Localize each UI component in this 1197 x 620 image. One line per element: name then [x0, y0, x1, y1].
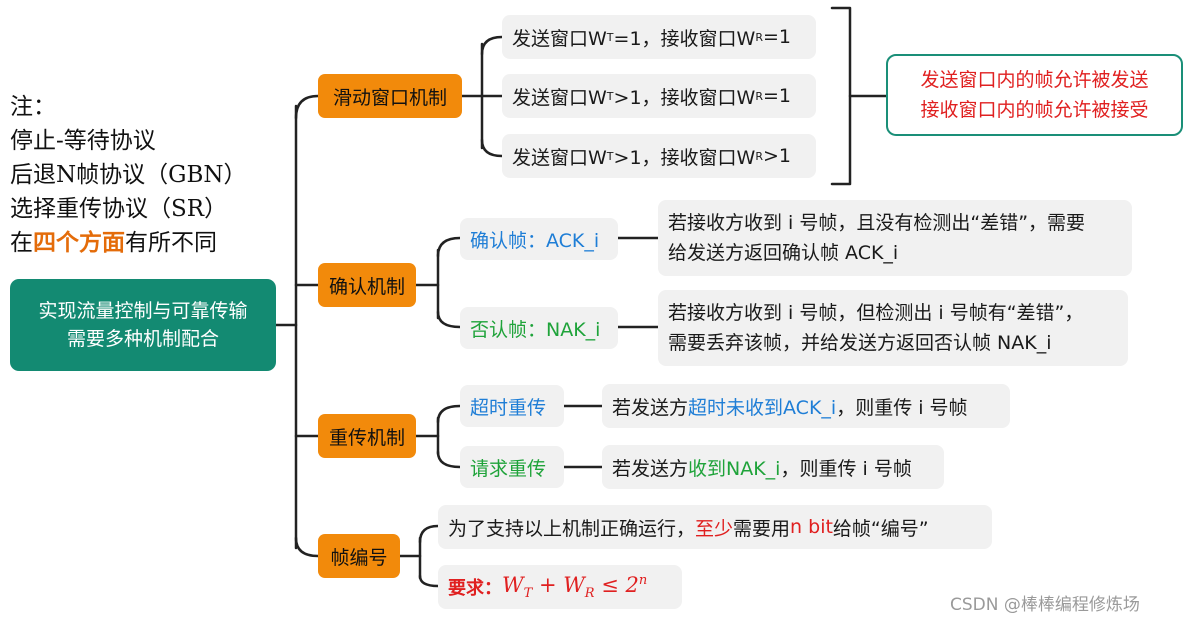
nak-description: 若接收方收到 i 号帧，但检测出 i 号帧有“差错”， 需要丢弃该帧，并给发送方…	[658, 290, 1128, 366]
request-retransmit-description: 若发送方收到NAK_i，则重传 i 号帧	[602, 445, 944, 489]
ack-frame-label: 确认帧：ACK_i	[460, 218, 618, 260]
mechanism-frame-numbering: 帧编号	[318, 534, 400, 578]
note-line-3: 后退N帧协议（GBN）	[10, 162, 247, 188]
watermark: CSDN @棒棒编程修炼场	[950, 595, 1140, 615]
ack-description: 若接收方收到 i 号帧，且没有检测出“差错”，需要 给发送方返回确认帧 ACK_…	[658, 200, 1132, 276]
numbering-description: 为了支持以上机制正确运行，至少需要用 n bit 给帧“编号”	[438, 505, 992, 549]
root-line-2: 需要多种机制配合	[66, 328, 219, 350]
window-callout: 发送窗口内的帧允许被发送 接收窗口内的帧允许被接受	[886, 54, 1183, 136]
callout-line-2: 接收窗口内的帧允许被接受	[920, 99, 1149, 121]
mechanism-ack: 确认机制	[318, 263, 416, 307]
window-size-formula: WT + WR ≤ 2n	[502, 572, 648, 602]
notes-block: 注： 停止-等待协议 后退N帧协议（GBN） 选择重传协议（SR） 在四个方面有…	[10, 90, 247, 260]
nak-frame-label: 否认帧：NAK_i	[460, 307, 618, 349]
root-line-1: 实现流量控制与可靠传输	[38, 300, 248, 322]
note-line-1: 注：	[10, 94, 56, 120]
note-highlight: 四个方面	[33, 229, 125, 256]
numbering-requirement: 要求： WT + WR ≤ 2n	[438, 565, 682, 609]
timeout-retransmit-description: 若发送方超时未收到ACK_i，则重传 i 号帧	[602, 384, 1010, 428]
root-node: 实现流量控制与可靠传输 需要多种机制配合	[10, 279, 276, 371]
mechanism-retransmit: 重传机制	[318, 414, 416, 458]
timeout-retransmit-label: 超时重传	[460, 385, 564, 427]
note-line-2: 停止-等待协议	[10, 128, 156, 154]
mechanism-sliding-window: 滑动窗口机制	[318, 74, 462, 118]
request-retransmit-label: 请求重传	[460, 446, 564, 488]
note-line-4: 选择重传协议（SR）	[10, 196, 228, 222]
callout-line-1: 发送窗口内的帧允许被发送	[920, 69, 1149, 91]
note-line-5: 在四个方面有所不同	[10, 229, 217, 256]
